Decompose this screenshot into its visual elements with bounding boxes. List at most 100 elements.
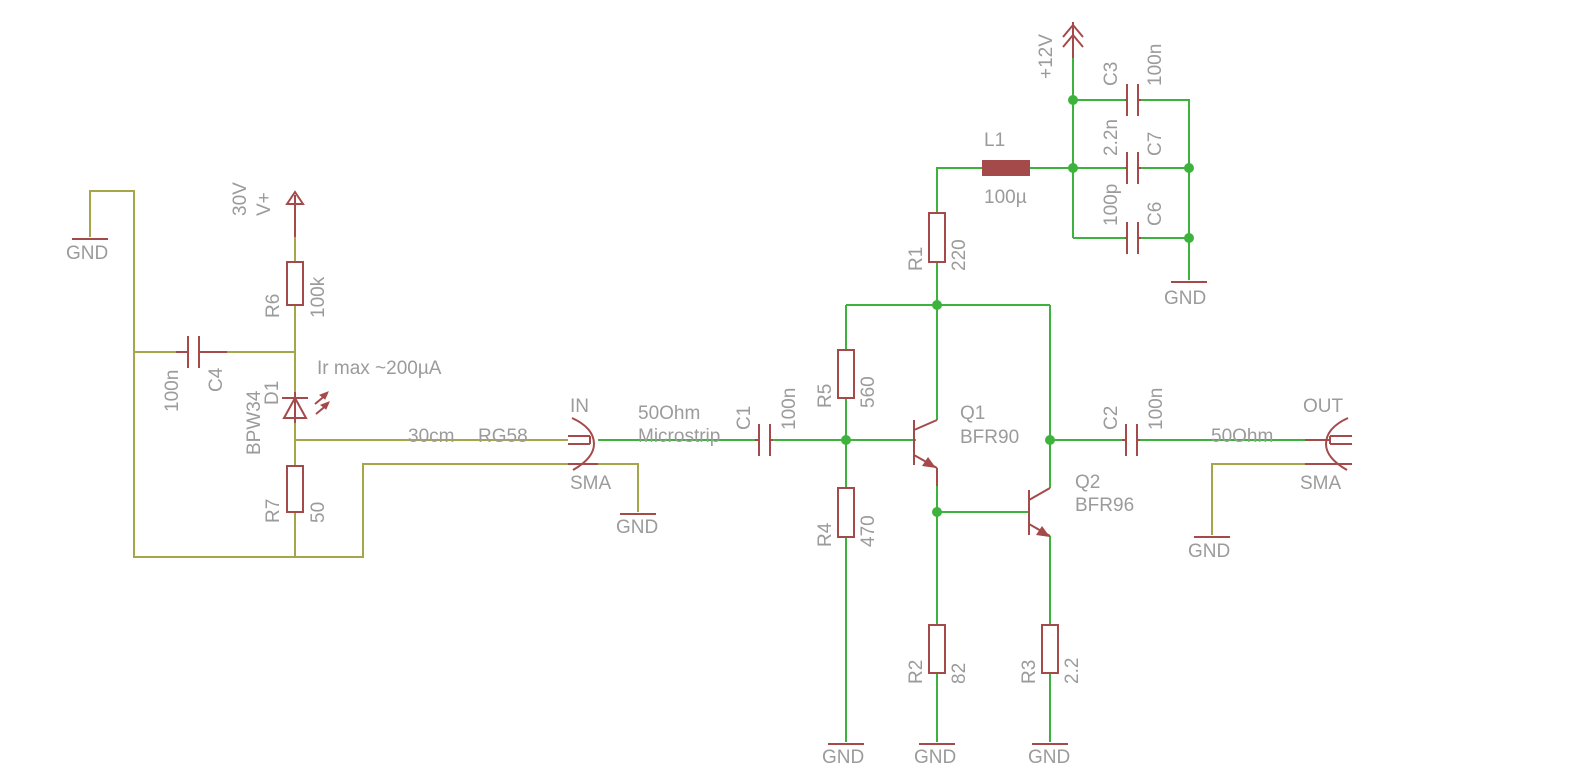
resistor-body xyxy=(928,212,946,263)
r1-value-label: 220 xyxy=(949,239,970,271)
r2-name-label: R2 xyxy=(906,660,927,684)
r3-value-label: 2.2 xyxy=(1062,658,1083,684)
supply-arrow xyxy=(285,190,305,205)
resistor-body xyxy=(286,465,304,513)
gnd-label: GND xyxy=(616,517,658,538)
in-value-label: SMA xyxy=(570,473,612,494)
capacitor-c6: 100p C6 xyxy=(1101,184,1166,254)
c4-value-label: 100n xyxy=(162,370,183,412)
resistor-r2: R2 82 xyxy=(906,624,970,684)
junction-dot xyxy=(1045,435,1055,445)
r5-value-label: 560 xyxy=(858,376,879,408)
emitter-arrow xyxy=(1036,526,1050,537)
sma-shell xyxy=(1324,417,1349,471)
c6-name-label: C6 xyxy=(1145,202,1166,226)
gnd-symbol-out: GND xyxy=(1188,536,1230,562)
resistor-r5: R5 560 xyxy=(815,349,879,408)
coax-type-label: RG58 xyxy=(478,426,528,447)
junction-dot xyxy=(1184,233,1194,243)
c1-name-label: C1 xyxy=(734,406,755,430)
junctions xyxy=(841,95,1194,517)
r2-value-label: 82 xyxy=(949,663,970,684)
gnd-label: GND xyxy=(66,243,108,264)
gnd-symbol-in: GND xyxy=(616,513,658,538)
coax-nets xyxy=(89,190,1305,558)
junction-dot xyxy=(1184,163,1194,173)
vplus-value-label: 30V xyxy=(230,182,251,216)
junction-dot xyxy=(1068,95,1078,105)
resistor-body xyxy=(286,261,304,306)
q1-name-label: Q1 xyxy=(960,403,985,424)
l1-value-label: 100µ xyxy=(984,187,1027,208)
c6-value-label: 100p xyxy=(1101,184,1122,226)
q2-name-label: Q2 xyxy=(1075,472,1100,493)
photodiode-d1: BPW34 D1 Ir max ~200µA xyxy=(244,358,442,455)
gnd-label: GND xyxy=(822,747,864,768)
resistor-body xyxy=(837,349,855,399)
in-name-label: IN xyxy=(570,396,589,417)
c3-name-label: C3 xyxy=(1101,62,1122,86)
junction-dot xyxy=(932,300,942,310)
transistor-q2: Q2 BFR96 xyxy=(1028,472,1134,537)
in-line-label: Microstrip xyxy=(638,426,720,447)
inductor-l1: L1 100µ xyxy=(982,130,1030,208)
d1-name-label: D1 xyxy=(262,381,283,405)
gnd-symbol-r4: GND xyxy=(822,743,864,768)
r7-name-label: R7 xyxy=(263,499,284,523)
resistor-r1: R1 220 xyxy=(906,212,970,271)
transistor-q1: Q1 BFR90 xyxy=(913,403,1019,486)
c7-value-label: 2.2n xyxy=(1101,119,1122,156)
r6-value-label: 100k xyxy=(308,276,329,318)
resistor-r6: R6 100k xyxy=(263,261,329,318)
inductor-body xyxy=(982,160,1030,176)
signal-nets xyxy=(598,58,1305,742)
vplus-name-label: V+ xyxy=(254,192,275,216)
c7-name-label: C7 xyxy=(1145,132,1166,156)
c4-name-label: C4 xyxy=(206,367,227,392)
c3-value-label: 100n xyxy=(1145,44,1166,86)
coax-length-label: 30cm xyxy=(408,426,454,447)
r3-name-label: R3 xyxy=(1019,660,1040,684)
q2-value-label: BFR96 xyxy=(1075,495,1134,516)
v12-label: +12V xyxy=(1036,34,1057,79)
capacitor-c2: C2 100n xyxy=(1101,388,1167,456)
resistor-r7: R7 50 xyxy=(263,465,329,523)
gnd-label: GND xyxy=(1164,288,1206,309)
gnd-symbol-r3: GND xyxy=(1028,743,1070,768)
capacitor-c7: 2.2n C7 xyxy=(1101,119,1166,184)
out-value-label: SMA xyxy=(1300,473,1342,494)
r5-name-label: R5 xyxy=(815,384,836,408)
supply-arrow xyxy=(1062,23,1084,38)
l1-name-label: L1 xyxy=(984,130,1005,151)
line-annotations: 30cm RG58 50Ohm Microstrip 50Ohm xyxy=(408,403,1273,447)
diode-triangle xyxy=(282,395,308,419)
gnd-symbol-r2: GND xyxy=(914,743,956,768)
connector-out: OUT SMA xyxy=(1300,396,1352,494)
resistor-r3: R3 2.2 xyxy=(1019,624,1083,684)
capacitor-c4: 100n C4 xyxy=(162,336,227,412)
out-impedance-label: 50Ohm xyxy=(1211,426,1273,447)
capacitor-c1: C1 100n xyxy=(734,388,800,456)
sma-shell xyxy=(571,417,596,471)
resistor-r4: R4 470 xyxy=(815,487,879,547)
resistor-body xyxy=(928,624,946,674)
connector-in: IN SMA xyxy=(568,396,612,494)
junction-dot xyxy=(932,507,942,517)
junction-dot xyxy=(1068,163,1078,173)
resistor-body xyxy=(837,487,855,538)
supply-vplus: 30V V+ xyxy=(230,182,305,237)
in-impedance-label: 50Ohm xyxy=(638,403,700,424)
r4-name-label: R4 xyxy=(815,522,836,547)
d1-value-label: BPW34 xyxy=(244,390,265,455)
junction-dot xyxy=(841,435,851,445)
capacitor-c3: C3 100n xyxy=(1101,44,1166,116)
c2-name-label: C2 xyxy=(1101,406,1122,430)
gnd-label: GND xyxy=(1188,541,1230,562)
r6-name-label: R6 xyxy=(263,294,284,318)
gnd-label: GND xyxy=(914,747,956,768)
q1-value-label: BFR90 xyxy=(960,427,1019,448)
r1-name-label: R1 xyxy=(906,247,927,271)
resistor-body xyxy=(1041,624,1059,674)
gnd-label: GND xyxy=(1028,747,1070,768)
